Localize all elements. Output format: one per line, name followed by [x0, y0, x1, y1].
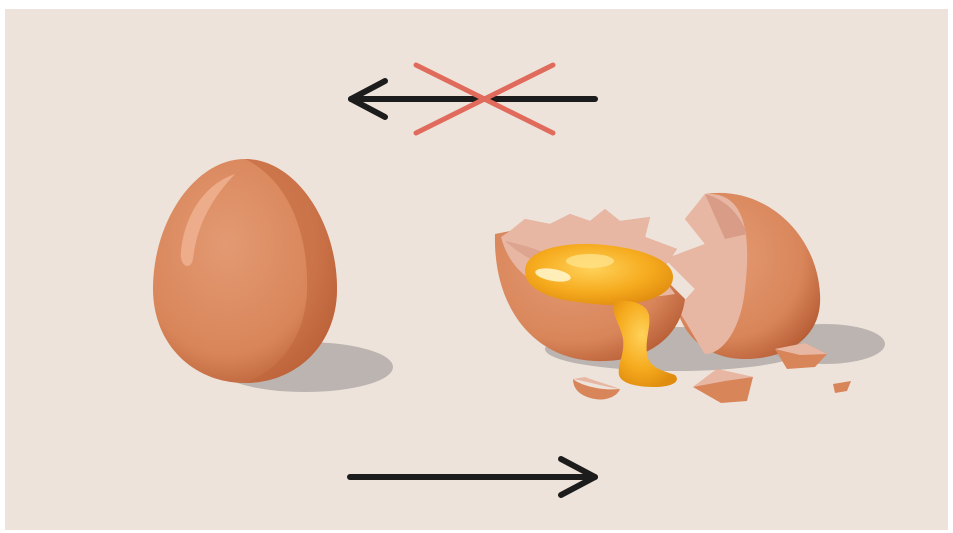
egg-icon: [153, 159, 393, 392]
cross-icon: [413, 62, 556, 136]
arrow-left-icon: [348, 78, 598, 120]
broken-egg-icon: [494, 192, 885, 403]
diagram-canvas: [5, 9, 948, 530]
egg-irreversibility-diagram: [5, 9, 948, 530]
arrow-right-icon: [347, 456, 598, 498]
